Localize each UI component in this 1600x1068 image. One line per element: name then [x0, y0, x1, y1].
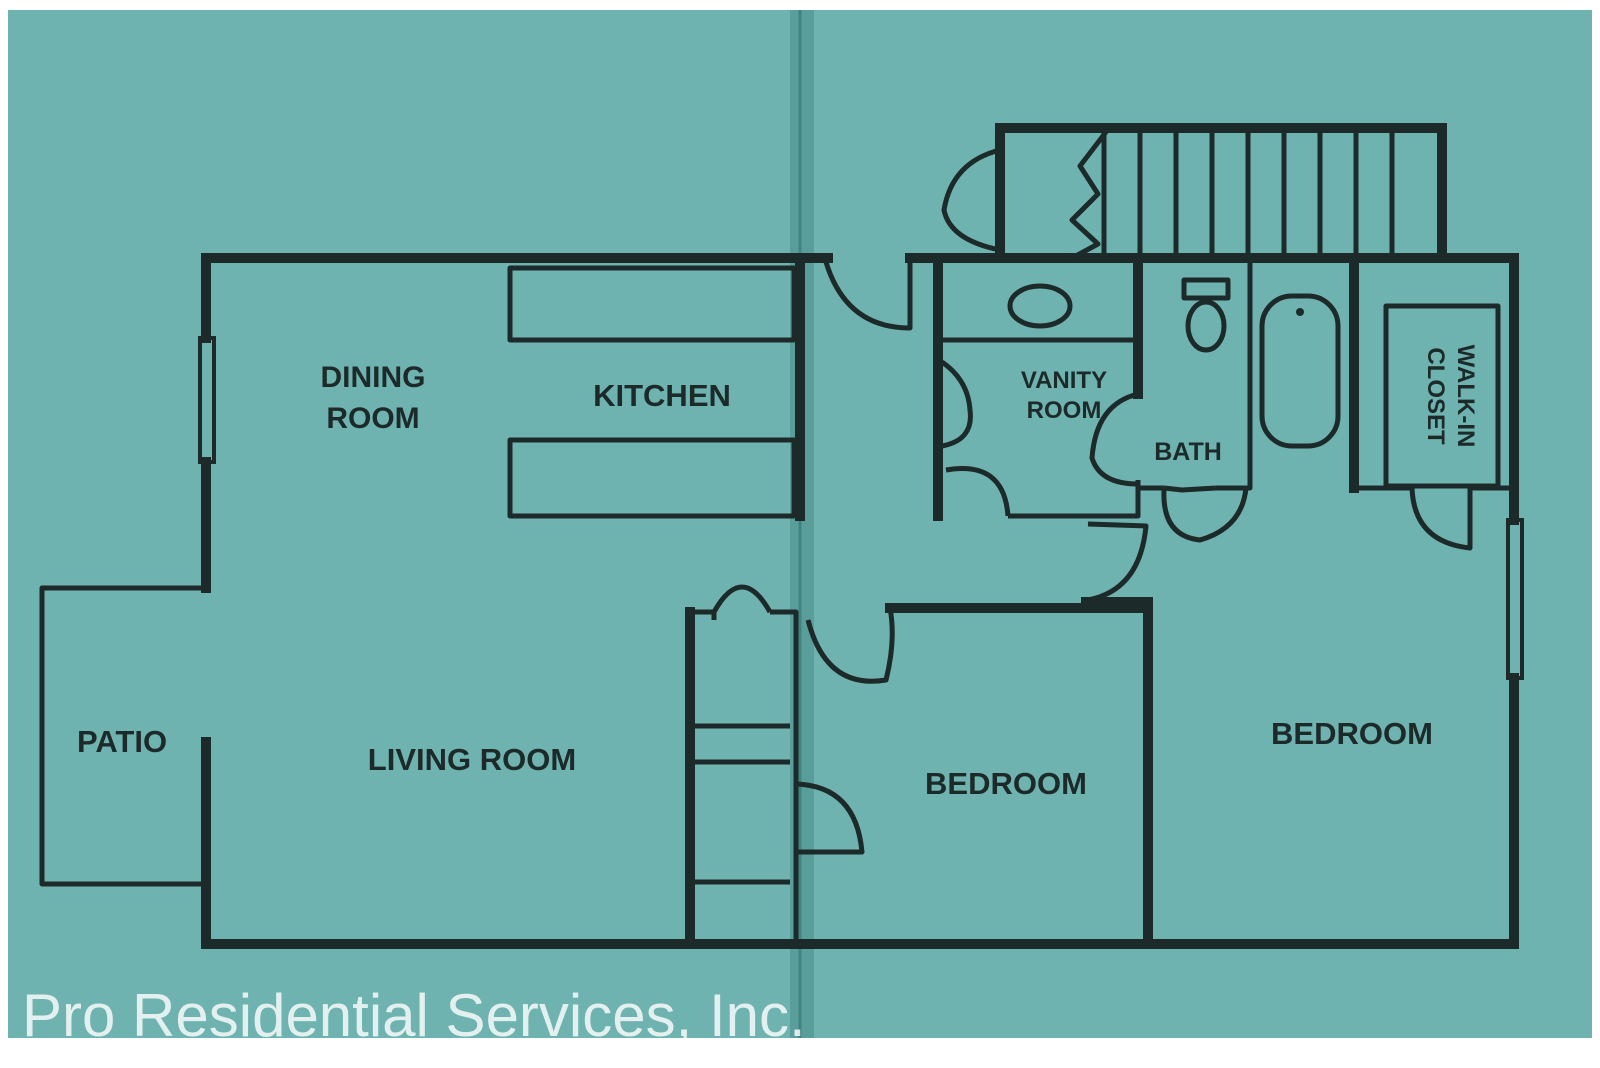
living-room-label: LIVING ROOM	[368, 742, 576, 777]
entry-door	[823, 261, 913, 331]
bath-walls	[1138, 262, 1253, 543]
bathtub-icon	[1259, 293, 1341, 449]
outer-walls	[198, 253, 1524, 949]
walk-in-closet-label-line2: CLOSET	[1422, 347, 1449, 445]
vanity-room-label-line1: VANITY	[1021, 367, 1107, 394]
sink-icon	[1007, 283, 1073, 329]
vanity-room-walls	[933, 257, 1143, 521]
walk-in-closet-walls	[1349, 257, 1514, 551]
patio-outline	[39, 585, 206, 887]
staircase-icon	[941, 123, 1447, 263]
kitchen-label: KITCHEN	[593, 378, 731, 413]
linen-door	[795, 781, 865, 855]
right-bedroom-door	[1087, 521, 1149, 603]
walk-in-closet-label: WALK-IN CLOSET	[1422, 345, 1479, 448]
vanity-room-label-line2: ROOM	[1027, 397, 1102, 424]
dining-room-label-line2: ROOM	[326, 402, 419, 435]
patio-label: PATIO	[77, 724, 167, 759]
center-bedroom-walls	[885, 597, 1153, 949]
hall-closet	[685, 584, 799, 949]
window-left	[198, 336, 216, 464]
bedroom-center-label: BEDROOM	[925, 766, 1087, 801]
walk-in-closet-label-line1: WALK-IN	[1452, 345, 1479, 448]
kitchen-counters	[507, 265, 797, 519]
bath-label: BATH	[1154, 438, 1222, 466]
bedroom-right-label: BEDROOM	[1271, 716, 1433, 751]
window-right	[1506, 518, 1524, 680]
toilet-icon	[1181, 277, 1231, 353]
hall-door-bedroom	[805, 607, 895, 684]
dining-room-label-line1: DINING	[321, 361, 426, 394]
watermark-text: Pro Residential Services, Inc.	[22, 982, 806, 1049]
